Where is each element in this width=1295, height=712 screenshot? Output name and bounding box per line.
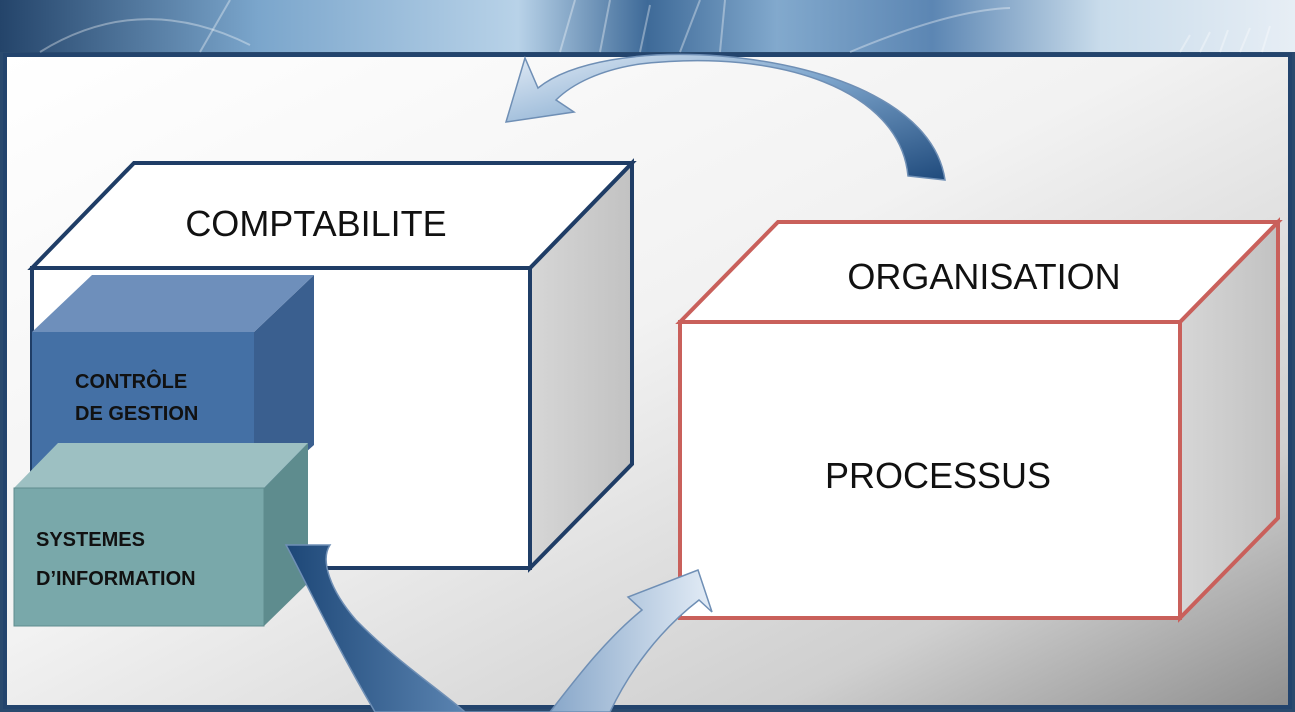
controle-gestion-cube-top bbox=[32, 275, 314, 332]
systemes-information-cube-side bbox=[264, 443, 308, 626]
controle-gestion-label-line-1: CONTRÔLE bbox=[75, 369, 187, 393]
arrow-organisation-to-comptabilite bbox=[504, 53, 946, 181]
organisation-label: ORGANISATION bbox=[847, 256, 1120, 297]
controle-gestion-cube-side bbox=[254, 275, 314, 498]
arrow-systemes-to-organisation bbox=[284, 544, 713, 712]
banner-decoration bbox=[39, 0, 1271, 53]
systemes-information-label-line-1: SYSTEMES bbox=[36, 529, 145, 551]
systemes-information-cube: SYSTEMES D’INFORMATION bbox=[13, 443, 308, 627]
header-banner bbox=[0, 0, 1295, 52]
processus-label: PROCESSUS bbox=[825, 455, 1051, 496]
systemes-information-label-line-2: D’INFORMATION bbox=[36, 568, 196, 590]
organisation-box: ORGANISATION PROCESSUS bbox=[675, 217, 1283, 623]
systemes-information-cube-front bbox=[13, 487, 265, 627]
systemes-information-cube-top bbox=[14, 443, 308, 488]
comptabilite-label: COMPTABILITE bbox=[185, 203, 446, 244]
controle-gestion-label-line-2: DE GESTION bbox=[75, 403, 198, 425]
organisation-box-front bbox=[678, 320, 1182, 620]
